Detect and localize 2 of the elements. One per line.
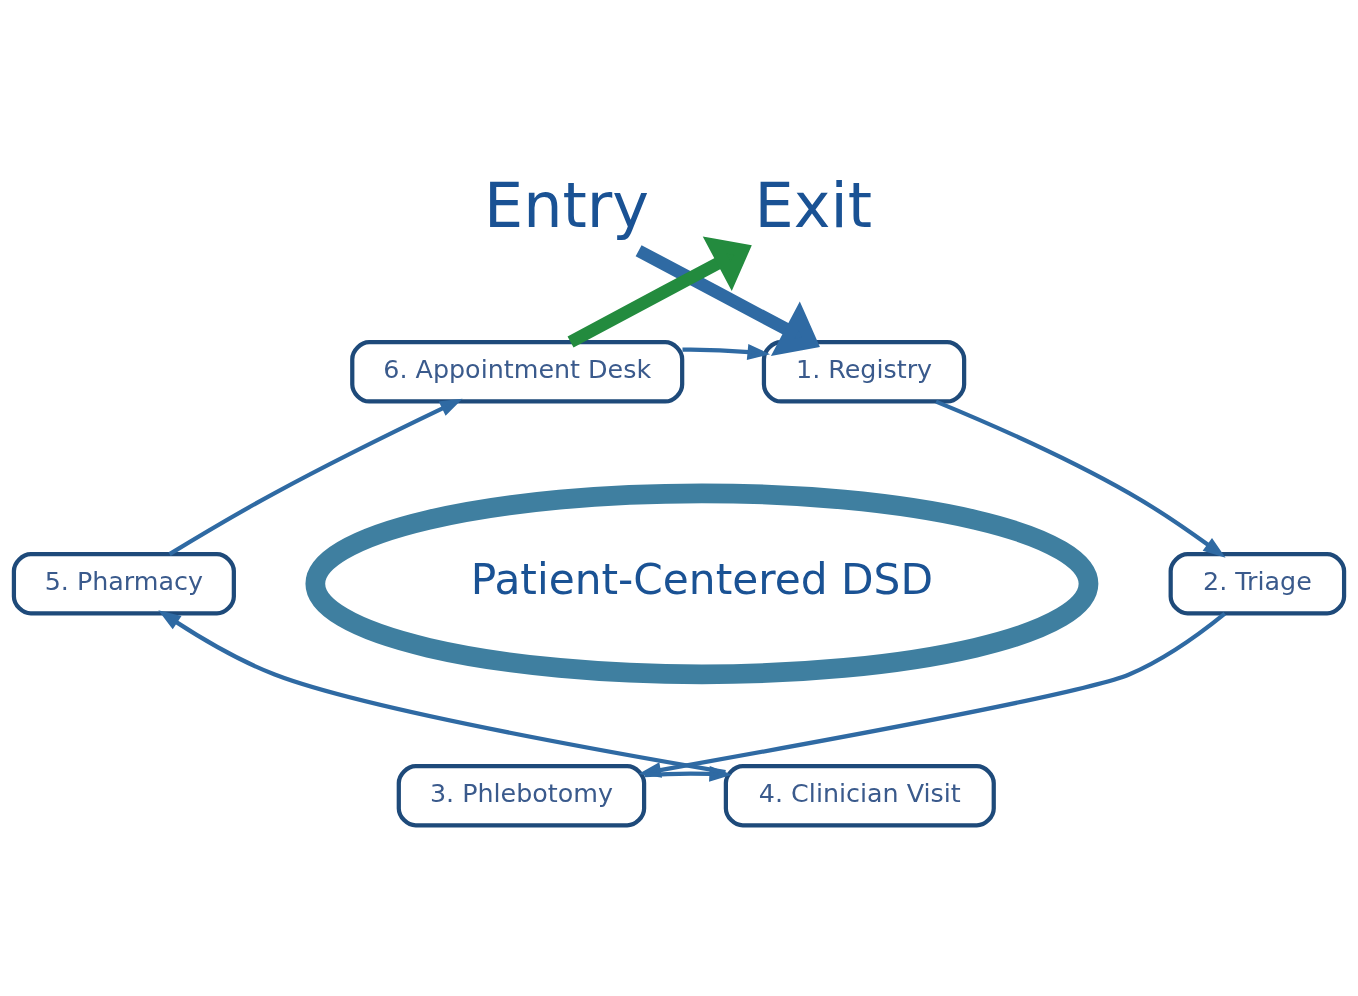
node-text: Exit xyxy=(754,168,872,242)
node-text: Entry xyxy=(484,168,650,242)
